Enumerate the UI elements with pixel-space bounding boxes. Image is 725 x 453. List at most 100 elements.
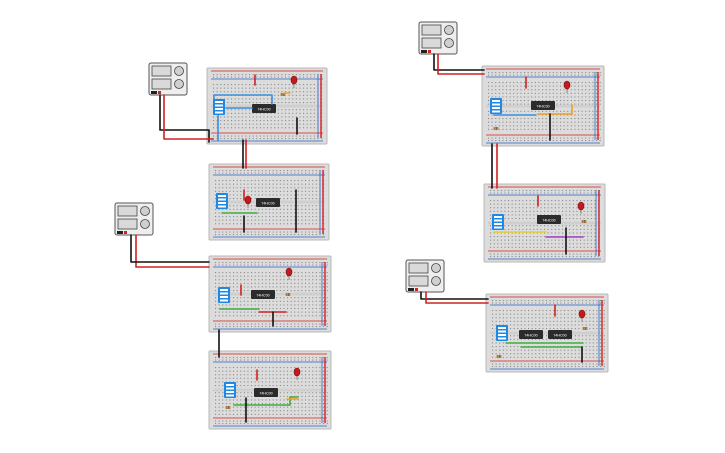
hole [274,135,276,137]
hole [287,190,289,192]
hole [587,214,589,216]
hole [578,328,580,330]
hole [513,74,515,76]
hole [495,92,497,94]
hole [567,114,569,116]
hole [261,190,263,192]
hole [247,377,249,379]
hole [261,385,263,387]
hole [283,219,285,221]
hole [522,192,524,194]
hole [223,91,225,93]
hole [256,102,258,104]
hole [276,381,278,383]
hole [520,92,522,94]
hole [567,92,569,94]
hole [490,239,492,241]
hole [265,385,267,387]
hole [513,110,515,112]
hole [323,262,325,264]
hole [587,256,589,258]
hole [556,72,558,74]
hole [567,310,569,312]
hole [509,82,511,84]
hole [229,275,231,277]
hole [265,357,267,359]
hole [267,102,269,104]
hole [538,137,540,139]
hole [272,406,274,408]
hole [551,232,553,234]
hole [215,279,217,281]
hole [215,300,217,302]
hole [222,311,224,313]
hole [542,89,544,91]
hole [225,275,227,277]
switch-lever [218,198,226,201]
hole [576,225,578,227]
hole [222,385,224,387]
hole [585,342,587,344]
hole [261,234,263,236]
hole [279,272,281,274]
hole [251,395,253,397]
hole [251,323,253,325]
hole [308,234,310,236]
hole [500,253,502,255]
hole [589,335,591,337]
hole [252,123,254,125]
hole [497,239,499,241]
hole [297,279,299,281]
hole [534,110,536,112]
hole [567,320,569,322]
hole [281,98,283,100]
hole [592,92,594,94]
hole [276,304,278,306]
hole [274,112,276,114]
hole [599,85,601,87]
hole [301,231,303,233]
hole [233,300,235,302]
hole [222,231,224,233]
hole [236,323,238,325]
hole [238,123,240,125]
hole [259,84,261,86]
hole [297,326,299,328]
hole [315,208,317,210]
hole [240,180,242,182]
hole [493,192,495,194]
hole [560,300,562,302]
hole [234,135,236,137]
hole [599,121,601,123]
hole [215,392,217,394]
hole [281,135,283,137]
hole [513,313,515,315]
hole [229,423,231,425]
hole [599,103,601,105]
hole [290,326,292,328]
switch-lever [220,296,228,298]
hole [263,116,265,118]
hole [585,82,587,84]
hole [261,282,263,284]
hole [285,102,287,104]
hole [243,300,245,302]
hole [567,118,569,120]
hole [499,300,501,302]
hole [549,100,551,102]
hole [585,366,587,368]
hole [258,180,260,182]
hole [251,406,253,408]
hole [233,180,235,182]
hole [533,207,535,209]
hole [572,225,574,227]
hole [254,219,256,221]
hole [535,349,537,351]
hole [258,359,260,361]
hole [261,308,263,310]
hole [596,89,598,91]
hole [488,96,490,98]
hole [326,357,328,359]
hole [526,207,528,209]
hole [229,279,231,281]
